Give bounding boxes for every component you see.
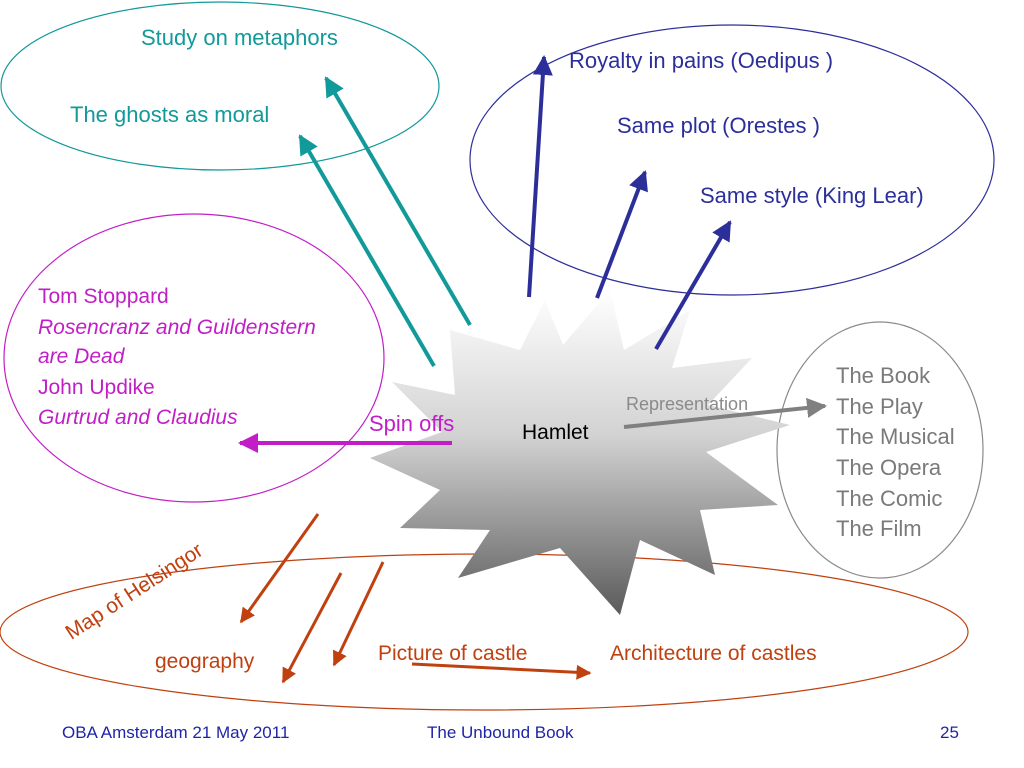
arrow-to-geography	[281, 572, 343, 684]
spinoff-line-2: Rosencranz and Guildenstern	[38, 316, 316, 339]
label-picture-of-castle: Picture of castle	[378, 642, 528, 665]
label-architecture-of-castles: Architecture of castles	[610, 642, 817, 665]
label-representation: Representation	[626, 394, 749, 414]
footer-center: The Unbound Book	[427, 723, 574, 742]
footer-page-number: 25	[940, 723, 959, 742]
label-ghosts-as-moral: The ghosts as moral	[70, 102, 270, 127]
footer-left: OBA Amsterdam 21 May 2011	[62, 723, 290, 742]
spinoff-line-4: John Updike	[38, 376, 155, 399]
arrow-to-metaphors	[324, 76, 472, 327]
label-spin-offs: Spin offs	[369, 411, 455, 436]
spinoff-line-3: are Dead	[38, 345, 125, 368]
label-same-style: Same style (King Lear)	[700, 183, 924, 208]
arrow-to-orestes	[595, 170, 648, 299]
label-geography: geography	[155, 650, 255, 673]
arrow-to-oedipus	[527, 55, 553, 298]
arrow-representation	[623, 397, 827, 429]
rep-item-film: The Film	[836, 516, 922, 541]
representation-ellipse	[776, 321, 984, 579]
rep-item-opera: The Opera	[836, 455, 942, 480]
arrow-to-king-lear	[654, 220, 732, 351]
rep-item-comic: The Comic	[836, 486, 943, 511]
label-hamlet: Hamlet	[522, 421, 589, 444]
label-royalty-in-pains: Royalty in pains (Oedipus )	[569, 48, 834, 73]
rep-item-play: The Play	[836, 394, 923, 419]
arrow-to-ghosts	[298, 134, 436, 368]
arrow-from-starburst-down	[332, 561, 385, 667]
rep-item-book: The Book	[836, 363, 931, 388]
hamlet-starburst	[370, 290, 790, 615]
royalty-ellipse	[469, 24, 995, 296]
spinoff-ellipse	[3, 213, 385, 503]
label-same-plot: Same plot (Orestes )	[617, 113, 820, 138]
arrow-castle-to-architecture	[411, 662, 592, 680]
arrow-to-map	[239, 513, 320, 624]
spinoff-line-5: Gurtrud and Claudius	[38, 406, 238, 429]
rep-item-musical: The Musical	[836, 424, 955, 449]
spinoff-line-1: Tom Stoppard	[38, 285, 169, 308]
study-ellipse	[0, 1, 440, 171]
label-study-on-metaphors: Study on metaphors	[141, 25, 338, 50]
